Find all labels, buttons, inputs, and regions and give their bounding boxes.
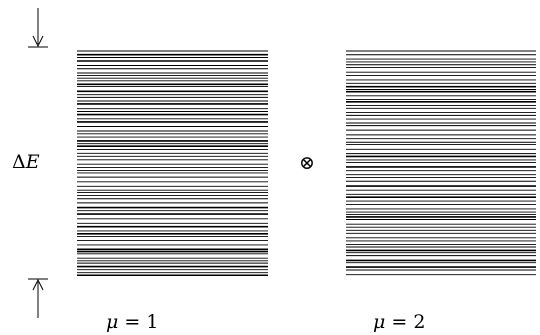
tensor-product-symbol: ⊗ [299, 152, 315, 174]
delta-symbol: Δ [12, 151, 26, 173]
energy-range-top-marker [28, 8, 48, 48]
bottom-arrow-head [32, 278, 44, 291]
mu-variable: μ [373, 311, 385, 333]
panel-label-mu-2: μ = 2 [373, 311, 425, 333]
spectrum-panel-mu-1 [77, 50, 268, 277]
energy-range-bottom-marker [28, 278, 48, 318]
panel-label-mu-1: μ = 1 [106, 311, 158, 333]
mu-value: = 1 [118, 311, 158, 333]
mu-variable: μ [106, 311, 118, 333]
energy-width-label: ΔE [12, 151, 40, 173]
top-arrow-head [32, 35, 44, 48]
mu-value: = 2 [385, 311, 425, 333]
energy-variable: E [25, 151, 40, 173]
spectrum-panel-mu-2 [346, 50, 536, 276]
